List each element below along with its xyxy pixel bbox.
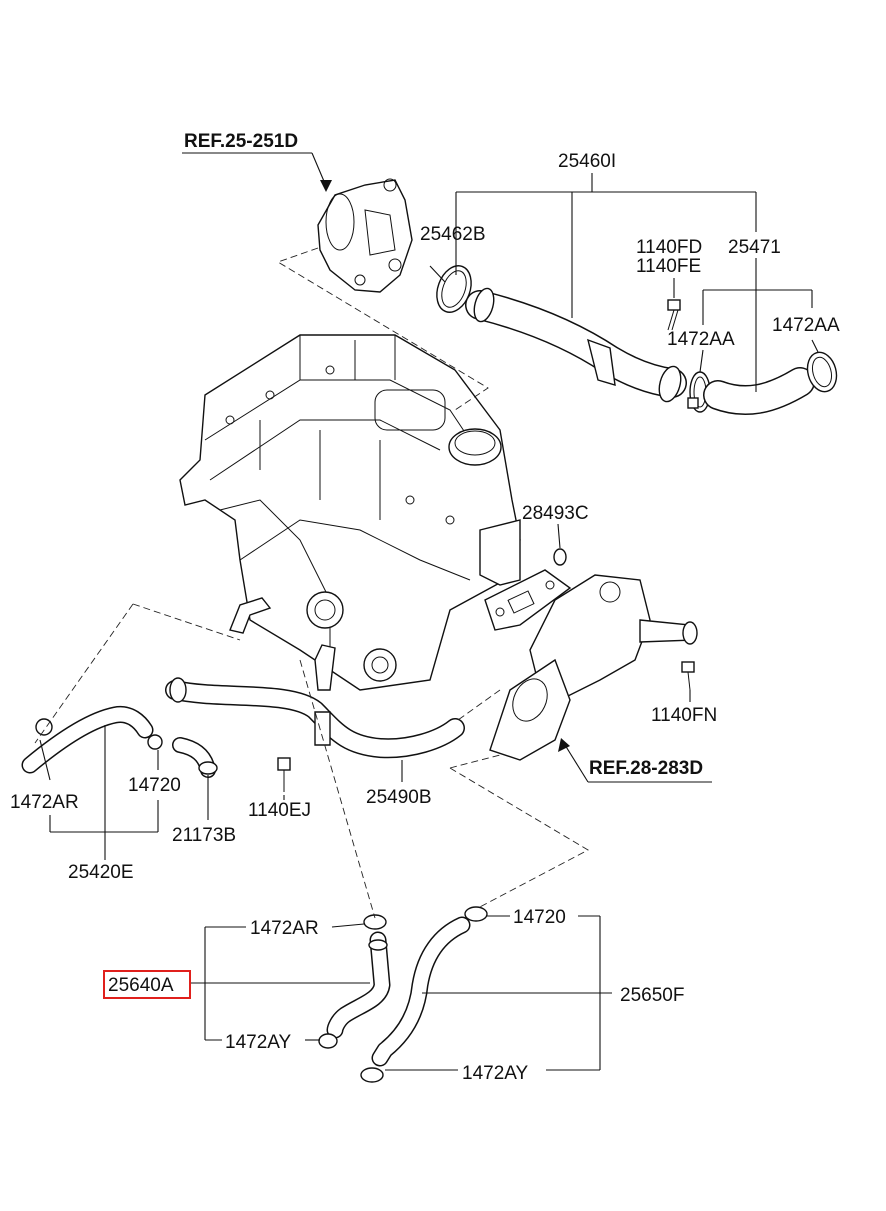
upper-flange-assembly	[317, 178, 413, 293]
label-25650f[interactable]: 25650F	[620, 985, 684, 1006]
label-14720-lower[interactable]: 14720	[513, 907, 566, 928]
fitting-21173b	[172, 737, 218, 778]
label-21173b[interactable]: 21173B	[172, 825, 236, 846]
hose-25471	[703, 367, 815, 416]
label-1472ar-lower[interactable]: 1472AR	[250, 918, 319, 939]
hose-25650f	[360, 906, 488, 1083]
bolt-1140fd	[667, 299, 681, 331]
label-1140fn[interactable]: 1140FN	[651, 705, 717, 726]
engine-block	[179, 334, 521, 691]
label-25640a[interactable]: 25640A	[108, 975, 174, 996]
thermostat-housing	[489, 574, 698, 761]
label-28493c[interactable]: 28493C	[522, 503, 589, 524]
hose-25640a	[318, 914, 391, 1049]
label-25420e[interactable]: 25420E	[68, 862, 134, 883]
leader-lines	[39, 152, 819, 1071]
label-1472ar-upper[interactable]: 1472AR	[10, 792, 79, 813]
label-25490b[interactable]: 25490B	[366, 787, 432, 808]
label-1140ej[interactable]: 1140EJ	[248, 800, 311, 821]
label-1472ay-left[interactable]: 1472AY	[225, 1032, 292, 1053]
part-labels: REF.25-251D 25460I 25462B 1140FD 1140FE …	[10, 131, 840, 1084]
label-1472aa-left[interactable]: 1472AA	[667, 329, 735, 350]
intake-pipe	[465, 287, 687, 403]
label-25462b[interactable]: 25462B	[420, 224, 486, 245]
label-1140fe[interactable]: 1140FE	[636, 256, 701, 277]
label-14720-upper[interactable]: 14720	[128, 775, 181, 796]
label-25471[interactable]: 25471	[728, 237, 781, 258]
ref-label-upper[interactable]: REF.25-251D	[184, 131, 298, 152]
label-1472ay-right[interactable]: 1472AY	[462, 1063, 529, 1084]
label-25460i[interactable]: 25460I	[558, 151, 616, 172]
label-1140fd[interactable]: 1140FD	[636, 237, 702, 258]
hose-25420e	[21, 705, 163, 774]
hose-25490b	[165, 677, 465, 759]
ref-label-lower[interactable]: REF.28-283D	[589, 758, 703, 779]
o-ring	[436, 265, 472, 313]
label-1472aa-right[interactable]: 1472AA	[772, 315, 840, 336]
gasket-28493c	[484, 548, 572, 631]
reference-lines	[34, 247, 589, 919]
bolt-1140ej	[277, 757, 291, 792]
clamp-1472aa-right	[806, 351, 838, 393]
highlight-box	[103, 970, 191, 999]
